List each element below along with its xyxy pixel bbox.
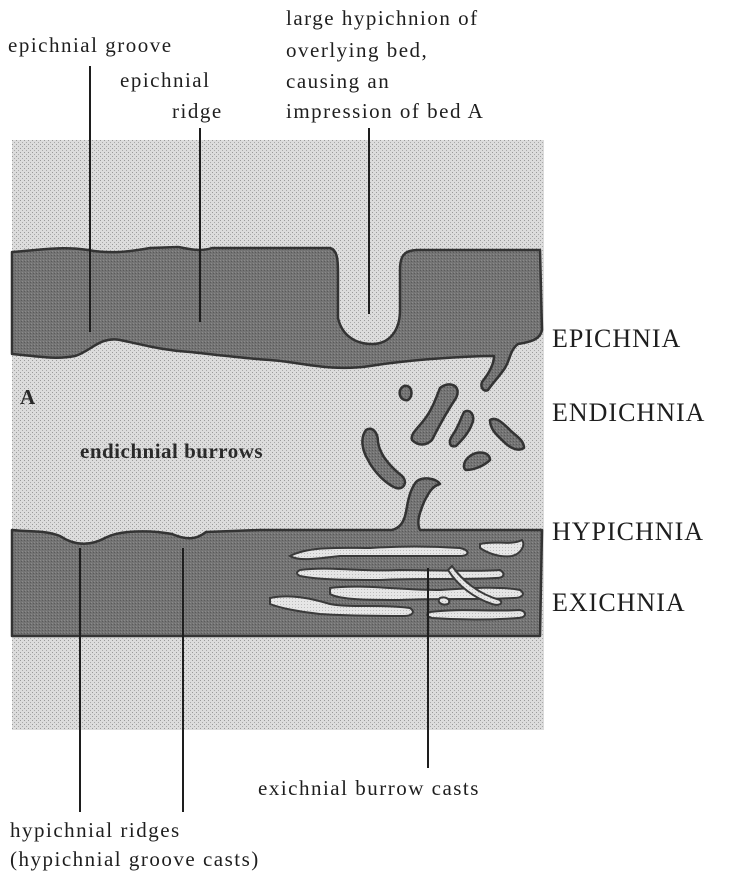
epichnia-label: EPICHNIA	[552, 324, 681, 353]
hypichnial-ridges-label-line1: hypichnial ridges	[10, 818, 181, 842]
exichnial-burrow-cast	[439, 597, 450, 604]
exichnia-label: EXICHNIA	[552, 588, 686, 617]
hypichnia-label: HYPICHNIA	[552, 517, 704, 546]
exichnial-burrow-casts-label: exichnial burrow casts	[258, 776, 480, 800]
hypichnial-ridges-label-line2: (hypichnial groove casts)	[10, 847, 260, 871]
epichnial-groove-label: epichnial groove	[8, 33, 173, 57]
exichnial-burrow-cast	[427, 610, 525, 620]
epichnial-ridge-label-line2: ridge	[172, 99, 223, 123]
endichnial-burrow	[400, 386, 412, 400]
epichnial-ridge-label-line1: epichnial	[120, 68, 210, 92]
bed-a-label: A	[20, 385, 36, 409]
exichnial-burrow-cast	[297, 569, 503, 580]
large-hypichnion-label-line1: large hypichnion of	[286, 6, 479, 30]
endichnial-burrows-label: endichnial burrows	[80, 439, 263, 463]
large-hypichnion-label-line3: causing an	[286, 69, 390, 93]
endichnia-label: ENDICHNIA	[552, 398, 705, 427]
large-hypichnion-label-line2: overlying bed,	[286, 38, 428, 62]
large-hypichnion-label-line4: impression of bed A	[286, 99, 484, 123]
